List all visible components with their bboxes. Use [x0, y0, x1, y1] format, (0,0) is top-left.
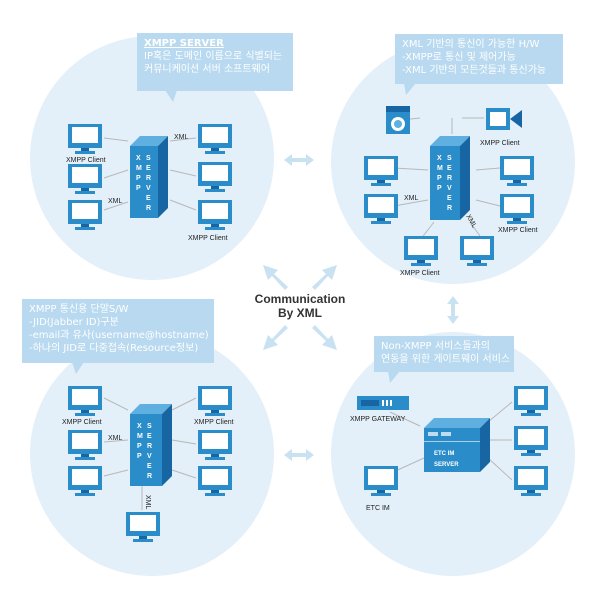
xml-label: XML [404, 195, 419, 202]
gateway-icon [357, 396, 409, 410]
bubble-tail [165, 90, 177, 102]
monitor-icon [68, 200, 102, 230]
between-arrows [284, 154, 459, 461]
bubble-top-left: XMPP SERVER IP혹은 도메인 이름으로 식별되는 커뮤니케이션 서버… [137, 33, 293, 91]
monitor-icon [500, 156, 534, 186]
xml-label: XML [174, 134, 189, 141]
server-top-left [130, 136, 168, 218]
monitor-icon [198, 200, 232, 230]
xml-label: XML [108, 435, 123, 442]
bubble-bottom-left: XMPP 통신용 단말S/W -JID(Jabber ID)구분 -email과… [22, 299, 214, 363]
monitor-icon [68, 466, 102, 496]
panel-bottom-right: XMPP GATEWAY ETC IM SERVER ETC IM [350, 386, 548, 512]
bubble-line: -JID(Jabber ID)구분 [29, 317, 119, 328]
monitor-icon [364, 466, 398, 496]
bubble-bottom-right: Non-XMPP 서비스들과의 연동을 위한 게이트웨이 서비스 [374, 336, 514, 372]
bubble-title: XMPP SERVER [144, 38, 224, 49]
bubble-line: IP혹은 도메인 이름으로 식별되는 [144, 51, 283, 62]
bubble-tail [404, 83, 416, 95]
client-label: XMPP Client [400, 270, 440, 277]
center-title-line2: By XML [277, 306, 322, 320]
server-bottom-left [130, 404, 172, 486]
monitor-icon [404, 236, 438, 266]
monitor-icon [68, 164, 102, 194]
server-top-right [430, 136, 470, 220]
arrow-up-right [312, 265, 337, 290]
monitor-icon [514, 466, 548, 496]
client-label: XMPP Client [194, 419, 234, 426]
monitor-icon [514, 386, 548, 416]
client-label: XMPP Client [498, 227, 538, 234]
bubble-line: 커뮤니케이션 서버 소프트웨어 [144, 64, 270, 75]
monitor-icon [68, 386, 102, 416]
xml-label: XML [108, 198, 123, 205]
bubble-tail [72, 362, 84, 374]
client-label: XMPP Client [480, 140, 520, 147]
client-label: XMPP Client [188, 235, 228, 242]
bubble-line: 연동을 위한 게이트웨이 서비스 [381, 354, 511, 365]
bubble-line: -XML 기반의 모든것들과 통신가능 [402, 65, 547, 76]
bubble-line: XMPP 통신용 단말S/W [29, 304, 129, 315]
monitor-icon [198, 162, 232, 192]
center-title-line1: Communication [254, 292, 346, 306]
bubble-top-right: XML 기반의 통신이 가능한 H/W -XMPP로 통신 및 제어가능 -XM… [395, 34, 563, 84]
client-label: XMPP Client [66, 157, 106, 164]
center-arrows [263, 265, 337, 350]
server-bottom-label: SERVER [434, 462, 459, 468]
arrow-down-left [263, 325, 288, 350]
xml-label: XML [144, 495, 151, 510]
center-title: Communication By XML [230, 292, 370, 320]
bubble-line: -email과 유사(username@hostname) [29, 330, 209, 341]
bubble-tail [388, 371, 400, 383]
camera-icon [486, 108, 522, 130]
monitor-icon [364, 156, 398, 186]
monitor-icon [68, 124, 102, 154]
monitor-icon [460, 236, 494, 266]
monitor-icon [198, 124, 232, 154]
client-label: XMPP Client [62, 419, 102, 426]
bubble-line: -하나의 JID로 다중접속(Resource정보) [29, 343, 199, 354]
bubble-line: XML 기반의 통신이 가능한 H/W [402, 39, 540, 50]
arrow-right-vertical [447, 296, 459, 324]
arrow-top-horizontal [284, 154, 314, 166]
monitor-icon [68, 430, 102, 460]
bubble-line: -XMPP로 통신 및 제어가능 [402, 52, 516, 63]
monitor-icon [126, 512, 160, 542]
bubble-line: Non-XMPP 서비스들과의 [381, 341, 490, 352]
monitor-icon [198, 466, 232, 496]
etc-im-server [424, 418, 490, 472]
monitor-icon [198, 386, 232, 416]
arrow-bottom-horizontal [284, 449, 314, 461]
gateway-label: XMPP GATEWAY [350, 416, 406, 423]
server-top-label: ETC IM [434, 451, 454, 457]
arrow-down-right [312, 325, 337, 350]
monitor-icon [500, 194, 534, 224]
monitor-icon [514, 426, 548, 456]
washer-icon [386, 106, 410, 134]
monitor-icon [198, 430, 232, 460]
arrow-up-left [263, 265, 288, 290]
monitor-icon [364, 194, 398, 224]
etc-im-label: ETC IM [366, 505, 390, 512]
